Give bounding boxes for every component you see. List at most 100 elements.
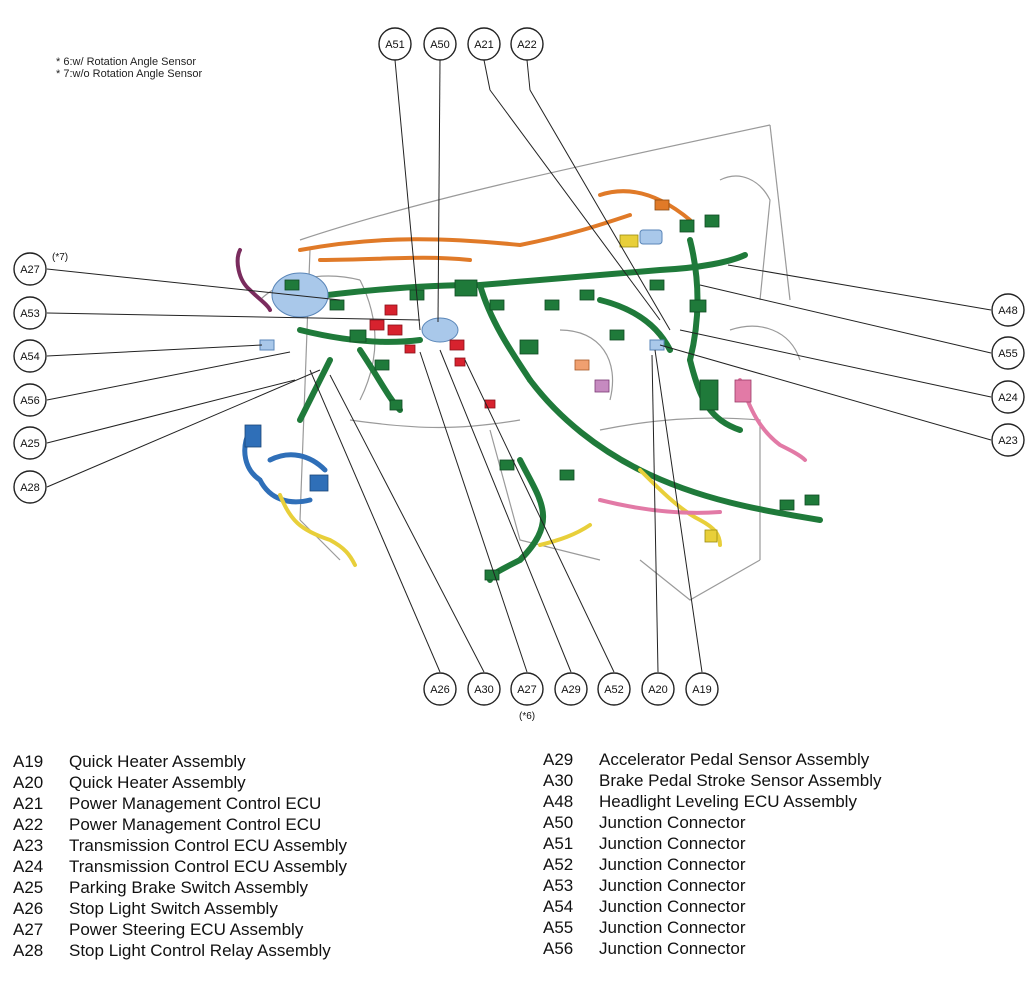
legend-name: Junction Connector <box>599 939 746 958</box>
callout-a25[interactable]: A25 <box>13 426 47 460</box>
legend-name: Accelerator Pedal Sensor Assembly <box>599 750 870 769</box>
callout-a54[interactable]: A54 <box>13 339 47 373</box>
legend-row: A53 Junction Connector <box>543 875 882 896</box>
callout-a22[interactable]: A22 <box>510 27 544 61</box>
callout-a53[interactable]: A53 <box>13 296 47 330</box>
harness-orange <box>298 189 692 262</box>
legend-code: A50 <box>543 813 574 832</box>
legend-code: A22 <box>13 815 44 834</box>
legend-name: Junction Connector <box>599 918 746 937</box>
legend-row: A26 Stop Light Switch Assembly <box>13 898 347 919</box>
callout-label: A21 <box>474 39 494 51</box>
legend-name: Stop Light Switch Assembly <box>69 899 278 918</box>
callout-label: A27 <box>20 264 40 276</box>
legend-code: A21 <box>13 794 44 813</box>
legend-code: A55 <box>543 918 574 937</box>
legend-row: A56 Junction Connector <box>543 938 882 959</box>
callout-label: A29 <box>561 684 581 696</box>
connectors-red <box>369 304 496 409</box>
callout-label: A55 <box>998 348 1018 360</box>
legend-code: A51 <box>543 834 574 853</box>
callout-label: A28 <box>20 482 40 494</box>
legend-name: Headlight Leveling ECU Assembly <box>599 792 857 811</box>
legend-name: Parking Brake Switch Assembly <box>69 878 309 897</box>
legend-code: A29 <box>543 750 574 769</box>
legend-code: A28 <box>13 941 44 960</box>
legend-row: A55 Junction Connector <box>543 917 882 938</box>
legend-code: A30 <box>543 771 574 790</box>
callout-label: A24 <box>998 392 1018 404</box>
callout-label: A54 <box>20 351 40 363</box>
legend-row: A22 Power Management Control ECU <box>13 814 347 835</box>
legend-code: A26 <box>13 899 44 918</box>
callout-label: A52 <box>604 684 624 696</box>
callout-label: A27 <box>517 684 537 696</box>
legend-row: A28 Stop Light Control Relay Assembly <box>13 940 347 961</box>
callout-a30[interactable]: A30 <box>467 672 501 706</box>
callout-label: A51 <box>385 39 405 51</box>
legend-name: Power Steering ECU Assembly <box>69 920 304 939</box>
callout-label: A25 <box>20 438 40 450</box>
callout-a27-top[interactable]: A27 <box>13 252 47 286</box>
callout-a23[interactable]: A23 <box>991 423 1025 457</box>
legend-code: A24 <box>13 857 44 876</box>
callout-a55[interactable]: A55 <box>991 336 1025 370</box>
callout-a29[interactable]: A29 <box>554 672 588 706</box>
harness-purple <box>235 248 272 312</box>
legend-row: A52 Junction Connector <box>543 854 882 875</box>
callout-label: A30 <box>474 684 494 696</box>
callout-a50[interactable]: A50 <box>423 27 457 61</box>
vehicle-outline <box>259 124 801 601</box>
legend-name: Stop Light Control Relay Assembly <box>69 941 331 960</box>
callout-a48[interactable]: A48 <box>991 293 1025 327</box>
legend-code: A53 <box>543 876 574 895</box>
callout-label: A20 <box>648 684 668 696</box>
connectors-misc <box>244 199 752 543</box>
callout-a56[interactable]: A56 <box>13 383 47 417</box>
callout-a51[interactable]: A51 <box>378 27 412 61</box>
legend-row: A48 Headlight Leveling ECU Assembly <box>543 791 882 812</box>
callout-a24[interactable]: A24 <box>991 380 1025 414</box>
legend-name: Junction Connector <box>599 834 746 853</box>
footnote-a27-top: (*7) <box>52 252 68 263</box>
notes: * 6:w/ Rotation Angle Sensor * 7:w/o Rot… <box>56 56 202 80</box>
legend-row: A23 Transmission Control ECU Assembly <box>13 835 347 856</box>
leader-lines <box>46 59 992 673</box>
legend-row: A21 Power Management Control ECU <box>13 793 347 814</box>
callout-a52[interactable]: A52 <box>597 672 631 706</box>
callout-a21[interactable]: A21 <box>467 27 501 61</box>
legend-code: A48 <box>543 792 574 811</box>
callout-label: A26 <box>430 684 450 696</box>
callout-a26[interactable]: A26 <box>423 672 457 706</box>
legend-name: Junction Connector <box>599 855 746 874</box>
callout-a20[interactable]: A20 <box>641 672 675 706</box>
legend-code: A23 <box>13 836 44 855</box>
callout-label: A19 <box>692 684 712 696</box>
callout-a28[interactable]: A28 <box>13 470 47 504</box>
callout-label: A50 <box>430 39 450 51</box>
callout-label: A56 <box>20 395 40 407</box>
legend-row: A24 Transmission Control ECU Assembly <box>13 856 347 877</box>
legend-name: Junction Connector <box>599 876 746 895</box>
legend-code: A52 <box>543 855 574 874</box>
callout-label: A22 <box>517 39 537 51</box>
callout-a19[interactable]: A19 <box>685 672 719 706</box>
legend-row: A29 Accelerator Pedal Sensor Assembly <box>543 749 882 770</box>
legend-code: A56 <box>543 939 574 958</box>
legend-name: Transmission Control ECU Assembly <box>69 836 348 855</box>
legend-row: A25 Parking Brake Switch Assembly <box>13 877 347 898</box>
legend-code: A25 <box>13 878 44 897</box>
harness-yellow <box>278 468 722 567</box>
legend-name: Transmission Control ECU Assembly <box>69 857 348 876</box>
callout-a27-bottom[interactable]: A27 <box>510 672 544 706</box>
legend-name: Power Management Control ECU <box>69 815 322 834</box>
legend-name: Quick Heater Assembly <box>69 752 246 771</box>
harness-pink <box>598 378 807 515</box>
legend-name: Power Management Control ECU <box>69 794 322 813</box>
harness-green-main <box>287 237 823 583</box>
